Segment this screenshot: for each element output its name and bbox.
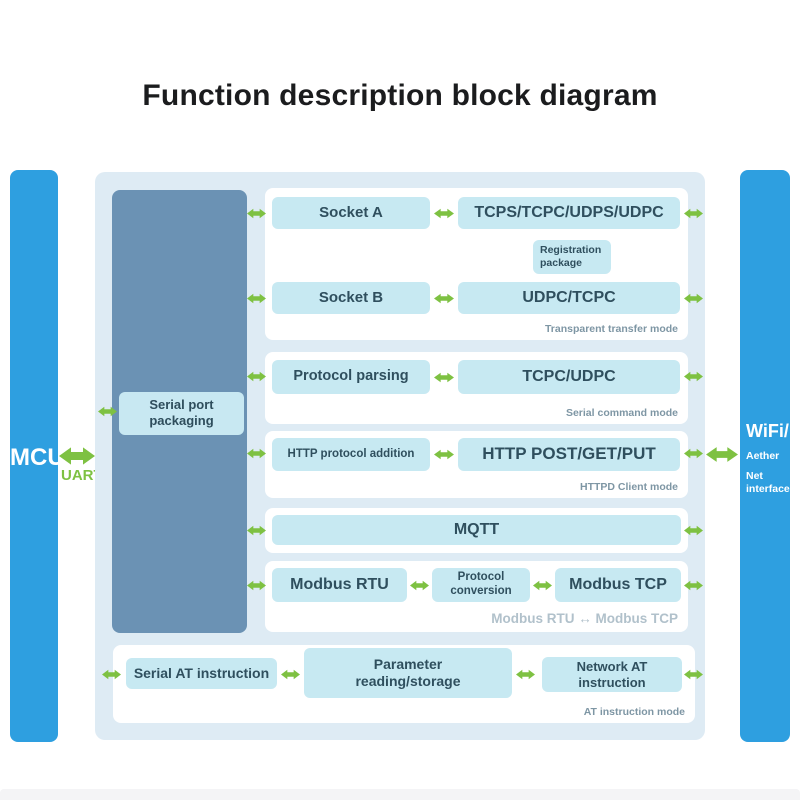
bidirectional-arrow-icon bbox=[684, 371, 703, 382]
registration-package-box: Registration package bbox=[533, 240, 611, 274]
modbus-tcp-box: Modbus TCP bbox=[555, 568, 681, 602]
bidirectional-arrow-icon bbox=[247, 208, 266, 219]
mqtt-box: MQTT bbox=[272, 515, 681, 545]
network-rail-text: WiFi/ Aether Net interface bbox=[746, 422, 790, 496]
aether-label: Aether bbox=[746, 449, 780, 462]
serial-command-mode-label: Serial command mode bbox=[565, 407, 678, 419]
page-title: Function description block diagram bbox=[142, 79, 658, 112]
bidirectional-arrow-icon bbox=[247, 293, 266, 304]
bidirectional-arrow-icon bbox=[533, 580, 552, 591]
bidirectional-arrow-icon bbox=[684, 669, 703, 680]
section-httpd-client: HTTP protocol addition HTTP POST/GET/PUT… bbox=[265, 431, 688, 498]
serial-command-protocols-box: TCPC/UDPC bbox=[458, 360, 680, 394]
network-bidirectional-arrow-icon bbox=[706, 446, 738, 463]
transparent-mode-label: Transparent transfer mode bbox=[544, 323, 678, 335]
serial-at-instruction-box: Serial AT instruction bbox=[126, 658, 277, 689]
packaging-arrow-icon bbox=[98, 406, 117, 417]
bidirectional-arrow-icon bbox=[247, 448, 266, 459]
serial-port-packaging-label: Serial port packaging bbox=[119, 392, 244, 435]
section-at-instruction: Serial AT instruction Parameter reading/… bbox=[113, 645, 695, 723]
section-transparent-transfer: Socket A TCPS/TCPC/UDPS/UDPC Registratio… bbox=[265, 188, 688, 340]
bottom-strip bbox=[0, 789, 800, 800]
at-mode-label: AT instruction mode bbox=[583, 706, 685, 718]
uart-bidirectional-arrow-icon bbox=[59, 446, 95, 466]
bidirectional-arrow-icon bbox=[410, 580, 429, 591]
bidirectional-arrow-icon bbox=[434, 208, 454, 219]
socket-a-box: Socket A bbox=[272, 197, 430, 229]
section-modbus: Modbus RTU Protocol conversion Modbus TC… bbox=[265, 561, 688, 632]
bidirectional-arrow-icon bbox=[102, 669, 121, 680]
section-serial-command: Protocol parsing TCPC/UDPC Serial comman… bbox=[265, 352, 688, 424]
mcu-rail: MCU bbox=[10, 170, 65, 742]
modbus-rtu-box: Modbus RTU bbox=[272, 568, 407, 602]
socket-b-box: Socket B bbox=[272, 282, 430, 314]
bidirectional-arrow-icon bbox=[281, 669, 300, 680]
section-mqtt: MQTT bbox=[265, 508, 688, 553]
uart-label: UART bbox=[61, 467, 103, 484]
network-rail: WiFi/ Aether Net interface bbox=[740, 170, 790, 742]
http-methods-box: HTTP POST/GET/PUT bbox=[458, 438, 680, 471]
mcu-label: MCU bbox=[10, 444, 65, 471]
wifi-label: WiFi/ bbox=[746, 421, 789, 441]
protocol-parsing-box: Protocol parsing bbox=[272, 360, 430, 394]
bidirectional-arrow-icon bbox=[684, 208, 703, 219]
modbus-mode-label: Modbus RTU ↔ Modbus TCP bbox=[491, 611, 678, 626]
bidirectional-arrow-icon bbox=[684, 448, 703, 459]
socket-a-protocols-box: TCPS/TCPC/UDPS/UDPC bbox=[458, 197, 680, 229]
http-protocol-addition-box: HTTP protocol addition bbox=[272, 438, 430, 471]
net-interface-label: Net interface bbox=[746, 469, 790, 496]
bidirectional-arrow-icon bbox=[684, 293, 703, 304]
bidirectional-arrow-icon bbox=[434, 372, 454, 383]
bidirectional-arrow-icon bbox=[684, 580, 703, 591]
bidirectional-arrow-icon bbox=[684, 525, 703, 536]
bidirectional-arrow-icon bbox=[247, 371, 266, 382]
bidirectional-arrow-icon bbox=[434, 449, 454, 460]
socket-b-protocols-box: UDPC/TCPC bbox=[458, 282, 680, 314]
bidirectional-arrow-icon bbox=[247, 525, 266, 536]
httpd-mode-label: HTTPD Client mode bbox=[579, 481, 678, 493]
parameter-reading-storage-box: Parameter reading/storage bbox=[304, 648, 512, 698]
protocol-conversion-box: Protocol conversion bbox=[432, 568, 530, 602]
bidirectional-arrow-icon bbox=[434, 293, 454, 304]
bidirectional-arrow-icon bbox=[247, 580, 266, 591]
network-at-instruction-box: Network AT instruction bbox=[542, 657, 682, 692]
bidirectional-arrow-icon bbox=[516, 669, 535, 680]
